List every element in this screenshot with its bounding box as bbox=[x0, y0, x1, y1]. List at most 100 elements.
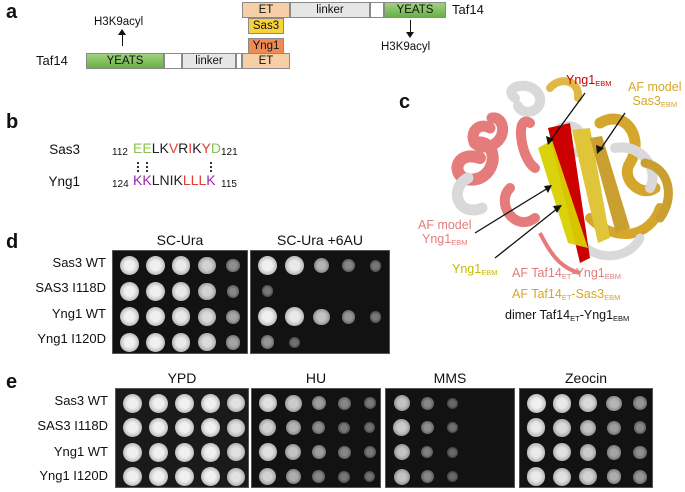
colony-spot bbox=[447, 446, 459, 458]
colony-spot bbox=[285, 256, 304, 276]
e-header-hu: HU bbox=[305, 370, 327, 386]
colony-spot bbox=[258, 443, 277, 462]
colony-spot bbox=[122, 393, 142, 413]
top-h3k9acyl-label: H3K9acyl bbox=[381, 41, 431, 53]
colony-spot bbox=[226, 284, 240, 298]
residue-I: I bbox=[188, 140, 193, 156]
colony-spot bbox=[198, 333, 216, 352]
residue-K: K bbox=[206, 172, 216, 188]
colony-spot bbox=[145, 256, 165, 276]
colony-spot bbox=[258, 307, 277, 327]
colony-spot bbox=[526, 467, 546, 487]
colony-spot bbox=[313, 258, 330, 274]
colony-spot bbox=[337, 396, 351, 410]
colony-spot bbox=[393, 468, 410, 485]
plate-ypd bbox=[115, 388, 249, 488]
colony-spot bbox=[119, 307, 139, 327]
bottom-linker-domain: linker bbox=[182, 53, 236, 69]
colony-spot bbox=[633, 445, 647, 459]
colony-spot bbox=[119, 256, 139, 276]
seq-end-sas3: 121 bbox=[221, 147, 238, 158]
panel-label-b: b bbox=[6, 111, 19, 133]
colony-spot bbox=[552, 393, 572, 413]
colony-spot bbox=[633, 421, 647, 435]
seq-name-sas3: Sas3 bbox=[49, 142, 80, 157]
residue-L: L bbox=[151, 140, 160, 156]
colony-spot bbox=[200, 393, 220, 413]
bottom-taf14-label: Taf14 bbox=[36, 53, 68, 68]
colony-spot bbox=[285, 444, 302, 461]
seq-name-yng1: Yng1 bbox=[48, 174, 80, 189]
residue-K: K bbox=[173, 172, 183, 188]
seq-residues-sas3: EELKVRIKYD bbox=[133, 140, 221, 156]
colony-spot bbox=[552, 467, 572, 486]
colony-spot bbox=[312, 470, 326, 484]
bottom-h3k9acyl-label: H3K9acyl bbox=[94, 16, 144, 28]
colony-spot bbox=[606, 469, 622, 485]
colony-spot bbox=[311, 396, 326, 411]
colony-spot bbox=[311, 445, 326, 460]
colony-spot bbox=[226, 443, 246, 462]
colony-spot bbox=[226, 259, 240, 273]
colony-spot bbox=[526, 442, 546, 462]
colony-spot bbox=[393, 419, 411, 437]
colony-spot bbox=[259, 468, 277, 486]
colony-spot bbox=[393, 444, 410, 461]
plate-sc-ura bbox=[112, 250, 248, 354]
colony-spot bbox=[225, 335, 241, 350]
seq-start-sas3: 112 bbox=[112, 147, 128, 158]
colony-spot bbox=[363, 446, 376, 459]
panel-label-c: c bbox=[399, 91, 411, 113]
e-row-label-0: Sas3 WT bbox=[54, 393, 108, 408]
e-row-label-2: Yng1 WT bbox=[53, 444, 108, 459]
residue-L: L bbox=[182, 172, 191, 188]
seq-start-yng1: 124 bbox=[112, 179, 129, 190]
colony-spot bbox=[606, 395, 622, 411]
bottom-arrow-up bbox=[122, 34, 123, 46]
d-header-sc-ura-6au: SC-Ura +6AU bbox=[277, 232, 363, 248]
top-taf14-label: Taf14 bbox=[452, 2, 484, 17]
d-row-label-0: Sas3 WT bbox=[52, 255, 106, 270]
legend-dimer-taf14-yng1: dimer Taf14ET-Yng1EBM bbox=[505, 308, 630, 323]
colony-spot bbox=[526, 393, 546, 413]
colony-spot bbox=[285, 307, 304, 327]
colony-spot bbox=[313, 308, 330, 325]
label-af-model-right: AF model Sas3EBM bbox=[628, 80, 682, 109]
colony-spot bbox=[364, 422, 376, 434]
colony-spot bbox=[174, 442, 194, 462]
colony-spot bbox=[122, 467, 142, 487]
panel-label-e: e bbox=[6, 371, 18, 393]
colony-spot bbox=[258, 256, 277, 276]
residue-K: K bbox=[133, 172, 143, 188]
colony-spot bbox=[447, 397, 459, 409]
colony-spot bbox=[341, 309, 356, 324]
colony-spot bbox=[337, 445, 351, 459]
colony-spot bbox=[171, 332, 191, 352]
residue-Y: Y bbox=[201, 140, 211, 156]
colony-spot bbox=[226, 418, 246, 437]
colony-spot bbox=[285, 469, 301, 485]
label-yng1-ebm-top: Yng1EBM bbox=[566, 73, 612, 88]
colony-spot bbox=[148, 393, 168, 413]
seq-residues-yng1: KKLNIKLLLK bbox=[133, 172, 216, 188]
residue-K: K bbox=[159, 140, 169, 156]
colony-spot bbox=[363, 397, 376, 410]
residue-E: E bbox=[142, 140, 152, 156]
colony-spot bbox=[579, 443, 597, 461]
e-header-ypd: YPD bbox=[167, 370, 197, 386]
residue-V: V bbox=[168, 140, 179, 156]
colony-spot bbox=[338, 470, 351, 483]
colony-spot bbox=[312, 421, 326, 435]
colony-spot bbox=[259, 419, 277, 437]
colony-spot bbox=[552, 443, 572, 462]
panel-label-a: a bbox=[6, 1, 18, 23]
plate-zeocin bbox=[519, 388, 653, 488]
colony-spot bbox=[420, 421, 434, 435]
bottom-arrow-up-head bbox=[118, 29, 126, 35]
colony-spot bbox=[258, 394, 277, 413]
top-arrow-down-head bbox=[406, 32, 414, 38]
colony-spot bbox=[198, 307, 216, 326]
colony-spot bbox=[579, 468, 597, 486]
colony-spot bbox=[198, 257, 216, 275]
colony-spot bbox=[420, 396, 434, 410]
